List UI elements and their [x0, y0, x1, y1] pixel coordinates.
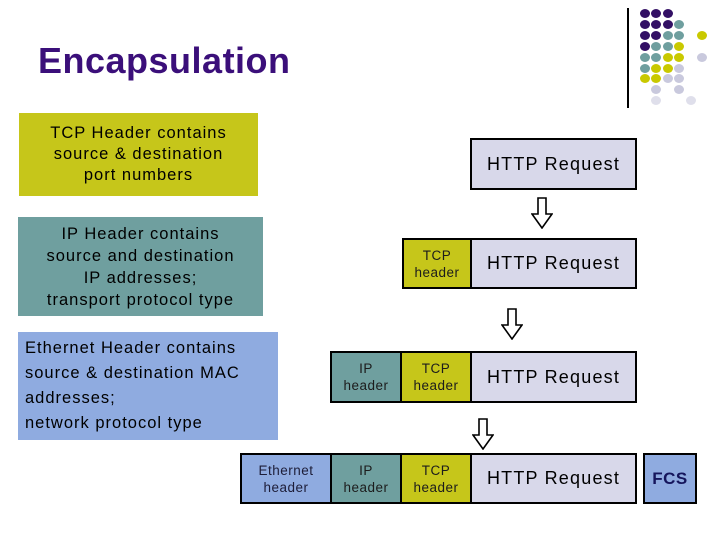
http-request-box: HTTP Request: [470, 138, 637, 190]
decoration-dot: [674, 19, 685, 29]
decoration-vertical-line: [627, 8, 629, 108]
ethernet-header-box: Ethernet header: [240, 453, 332, 504]
stack-row-1: HTTP Request: [470, 138, 639, 190]
decoration-dot: [662, 74, 673, 84]
decoration-dot: [674, 52, 685, 62]
decoration-dot: [640, 63, 650, 73]
ip-header-box: IP header: [330, 351, 402, 403]
decoration-dot: [674, 85, 685, 95]
fcs-box: FCS: [643, 453, 697, 504]
note-tcp-header: TCP Header contains source & destination…: [19, 113, 258, 196]
http-request-box: HTTP Request: [470, 351, 637, 403]
decoration-dot: [662, 41, 673, 51]
decoration-dot: [674, 30, 685, 40]
decoration-dot: [651, 74, 662, 84]
decoration-dot: [651, 63, 662, 73]
slide-title: Encapsulation: [38, 40, 291, 81]
decoration-dot: [651, 96, 662, 106]
http-request-box: HTTP Request: [470, 238, 637, 289]
http-request-box: HTTP Request: [470, 453, 637, 504]
decoration-dot: [640, 52, 650, 62]
stack-row-2: TCP header HTTP Request: [402, 238, 639, 289]
decoration-dot: [662, 30, 673, 40]
decoration-dot: [662, 52, 673, 62]
decoration-dot: [640, 9, 650, 18]
decoration-dot: [651, 19, 662, 29]
down-arrow-icon: [531, 197, 553, 229]
stack-row-4: Ethernet header IP header TCP header HTT…: [240, 453, 700, 504]
decoration-dot: [674, 63, 685, 73]
ip-header-box: IP header: [330, 453, 402, 504]
decoration-dot: [651, 85, 662, 95]
decoration-dot: [697, 52, 707, 62]
down-arrow-icon: [472, 418, 494, 450]
down-arrow-icon: [501, 308, 523, 340]
tcp-header-box: TCP header: [400, 453, 472, 504]
note-ip-header: IP Header contains source and destinatio…: [18, 217, 263, 316]
decoration-dot: [662, 19, 673, 29]
stack-row-3: IP header TCP header HTTP Request: [330, 351, 639, 403]
tcp-header-box: TCP header: [402, 238, 472, 289]
note-ethernet-header: Ethernet Header contains source & destin…: [18, 332, 278, 440]
decoration-dot: [651, 41, 662, 51]
decoration-dot: [662, 9, 673, 18]
tcp-header-box: TCP header: [400, 351, 472, 403]
decoration-dot: [640, 30, 650, 40]
decoration-dot: [640, 19, 650, 29]
decoration-dot: [651, 30, 662, 40]
decoration-dot: [685, 96, 696, 106]
decoration-dot: [674, 74, 685, 84]
decoration-dot: [651, 9, 662, 18]
decoration-dot: [674, 41, 685, 51]
decoration-dot: [697, 30, 707, 40]
decoration-dot: [651, 52, 662, 62]
decoration-dot: [662, 63, 673, 73]
decoration-dot: [640, 41, 650, 51]
decoration-dot: [640, 74, 650, 84]
